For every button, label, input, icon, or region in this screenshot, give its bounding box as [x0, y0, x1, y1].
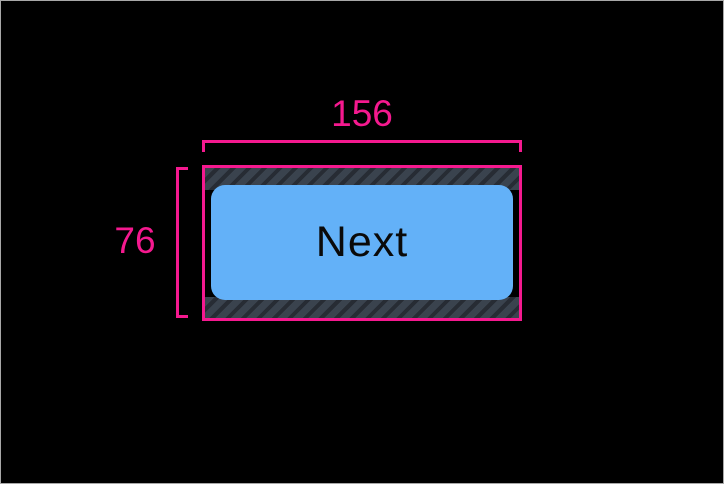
widget-bounds-highlight: Next [202, 165, 522, 321]
next-button-label: Next [315, 218, 409, 266]
width-dimension-label: 156 [331, 93, 393, 134]
padding-bottom-hatch [205, 297, 519, 318]
width-dimension-bracket [202, 140, 522, 152]
next-button[interactable]: Next [211, 185, 513, 300]
padding-top-hatch [205, 168, 519, 190]
height-dimension-label: 76 [114, 220, 156, 261]
height-dimension-bracket [176, 167, 188, 318]
